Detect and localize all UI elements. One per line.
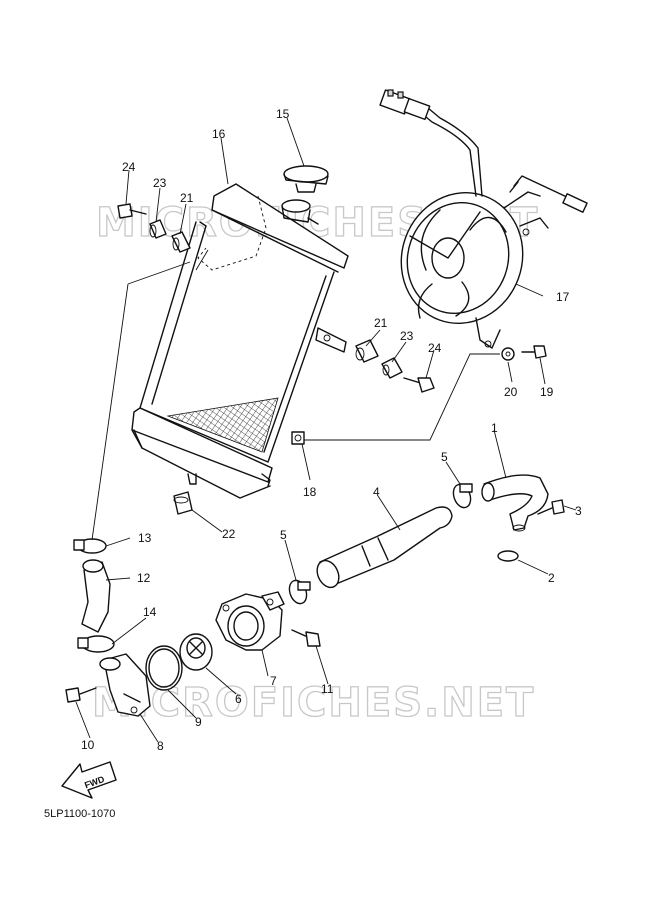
hose-1 <box>481 474 549 532</box>
leader-lines <box>75 117 577 743</box>
callout-3: 3 <box>575 504 582 518</box>
cooling-fan <box>379 89 588 349</box>
callout-numbers: 1 2 3 4 5 5 6 7 8 9 10 11 12 13 14 15 16… <box>81 107 582 753</box>
fasteners-left <box>117 203 191 253</box>
callout-23-right: 23 <box>400 329 414 343</box>
callout-23-left: 23 <box>153 176 167 190</box>
callout-24-right: 24 <box>428 341 442 355</box>
callout-17: 17 <box>556 290 570 304</box>
callout-15: 15 <box>276 107 290 121</box>
o-ring-2 <box>497 550 519 562</box>
callout-22: 22 <box>222 527 236 541</box>
callout-2: 2 <box>548 571 555 585</box>
callout-7: 7 <box>270 674 277 688</box>
callout-16: 16 <box>212 127 226 141</box>
clamp-14 <box>77 635 115 653</box>
callout-10: 10 <box>81 738 95 752</box>
callout-9: 9 <box>195 715 202 729</box>
callout-20: 20 <box>504 385 518 399</box>
callout-18: 18 <box>303 485 317 499</box>
clamp-13 <box>73 538 107 554</box>
drawing-code: 5LP1100-1070 <box>44 808 116 820</box>
fasteners-right <box>291 339 547 445</box>
callout-5-lower: 5 <box>280 528 287 542</box>
callout-1: 1 <box>491 421 498 435</box>
callout-6: 6 <box>235 692 242 706</box>
callout-12: 12 <box>137 571 151 585</box>
callout-8: 8 <box>157 739 164 753</box>
bolt-3 <box>537 499 565 515</box>
radiator-cap <box>283 165 329 193</box>
callout-24-left: 24 <box>122 160 136 174</box>
callout-14: 14 <box>143 605 157 619</box>
hose-12 <box>81 559 111 633</box>
clamp-5-lower <box>288 579 311 605</box>
elbow-cover <box>99 653 151 717</box>
thermostat <box>179 633 213 671</box>
bolt-11 <box>291 629 321 647</box>
bolt-10 <box>65 687 97 703</box>
callout-5-upper: 5 <box>441 450 448 464</box>
thermostat-housing <box>215 591 285 651</box>
callout-13: 13 <box>138 531 152 545</box>
callout-11: 11 <box>321 682 334 696</box>
gasket-9 <box>145 645 183 691</box>
callout-21-right: 21 <box>374 316 388 330</box>
fwd-arrow-icon: FWD <box>61 761 117 799</box>
hose-4 <box>316 506 453 589</box>
radiator <box>131 183 349 499</box>
clamp-5-upper <box>452 483 473 509</box>
callout-19: 19 <box>540 385 554 399</box>
callout-21-left: 21 <box>180 191 194 205</box>
watermark-bottom: MICROFICHES.NET <box>92 680 535 726</box>
drain-cap <box>173 491 193 515</box>
callout-4: 4 <box>373 485 380 499</box>
